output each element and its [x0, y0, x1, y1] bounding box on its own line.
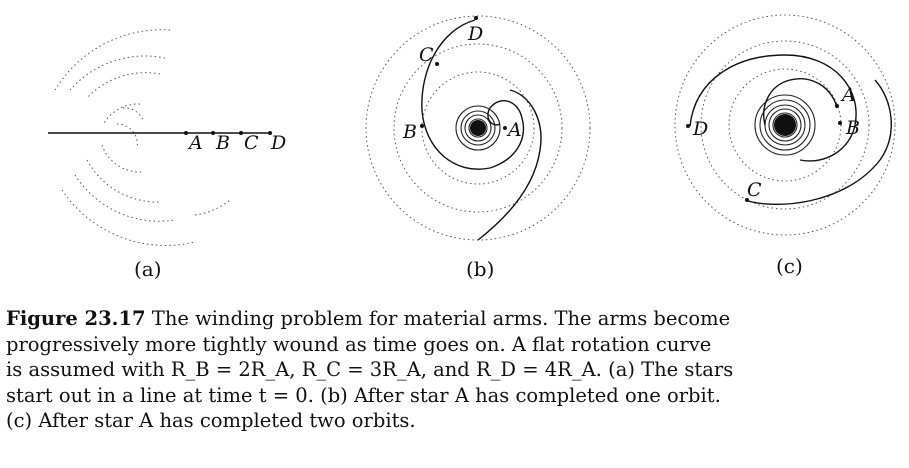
panel-c: A B C D (c): [674, 14, 896, 278]
star-label-c: C: [244, 132, 259, 154]
star-dot: [838, 121, 842, 125]
orbit-ring: [61, 189, 196, 246]
spiral-arm: [763, 78, 838, 126]
orbit-ring: [393, 43, 563, 213]
orbit-ring: [54, 29, 171, 91]
galaxy-core: [470, 120, 486, 136]
star-label-b: B: [845, 117, 860, 139]
figure-diagram: A B C D (a) D C B A (b): [48, 14, 896, 281]
caption-text: The winding problem for material arms. T…: [6, 307, 734, 433]
spiral-arm: [689, 54, 857, 162]
panel-label-b: (b): [466, 257, 494, 281]
star-dot: [435, 62, 439, 66]
orbit-ring: [102, 103, 141, 126]
spiral-arm: [421, 19, 525, 170]
orbit-ring: [728, 68, 842, 182]
star-dot: [686, 124, 690, 128]
star-dot: [503, 126, 507, 130]
orbit-ring: [74, 174, 176, 222]
figure-number: Figure 23.17: [6, 307, 146, 330]
inner-orbit: [772, 112, 798, 138]
inner-orbit: [468, 118, 488, 138]
star-label-c: C: [419, 44, 434, 66]
star-dot: [474, 16, 478, 20]
orbit-ring: [194, 199, 231, 216]
orbit-ring: [122, 107, 144, 121]
star-label-a: A: [840, 84, 856, 106]
orbit-ring: [86, 159, 161, 203]
star-dot: [745, 198, 749, 202]
spiral-arm: [744, 79, 892, 205]
star-label-b: B: [402, 121, 417, 143]
star-label-a: A: [187, 132, 203, 154]
orbit-ring: [101, 144, 143, 173]
star-dot: [211, 131, 215, 135]
spiral-arm: [477, 89, 542, 241]
orbit-ring: [86, 72, 161, 99]
star-label-c: C: [747, 179, 762, 201]
star-label-d: D: [467, 23, 483, 45]
inner-orbit: [759, 99, 811, 151]
star-dot: [184, 131, 188, 135]
panel-b: D C B A (b): [365, 15, 591, 281]
star-dot: [420, 124, 424, 128]
inner-orbit: [768, 108, 802, 142]
star-dot: [268, 131, 272, 135]
panel-label-a: (a): [134, 257, 162, 281]
figure-caption: Figure 23.17 The winding problem for mat…: [6, 306, 906, 434]
panel-a: A B C D (a): [48, 29, 286, 281]
orbit-ring: [674, 14, 896, 236]
galaxy-core: [774, 114, 796, 136]
star-label-b: B: [215, 132, 230, 154]
inner-orbit: [464, 114, 492, 142]
star-dot: [835, 104, 839, 108]
star-label-d: D: [692, 118, 708, 140]
panel-label-c: (c): [776, 254, 803, 278]
orbit-ring: [116, 123, 138, 149]
inner-orbit: [754, 94, 816, 156]
star-dot: [239, 131, 243, 135]
star-label-d: D: [270, 132, 286, 154]
star-label-a: A: [506, 119, 522, 141]
orbit-ring: [700, 40, 870, 210]
inner-orbit: [455, 105, 501, 151]
inner-orbit: [460, 110, 496, 146]
